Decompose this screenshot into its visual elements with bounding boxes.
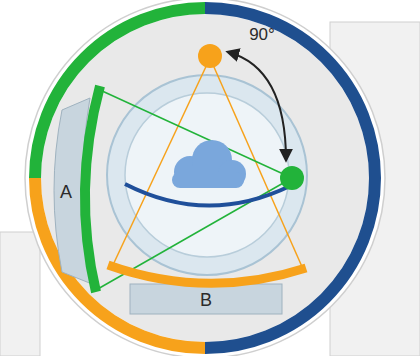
x-ray-fan-b	[210, 58, 303, 269]
gantry-housing	[0, 232, 40, 356]
x-ray-source-b	[198, 44, 222, 68]
patient	[172, 140, 246, 188]
detector-a	[85, 86, 100, 292]
patient-table	[125, 184, 290, 206]
gantry-face	[41, 14, 369, 342]
gantry-outline	[25, 0, 385, 356]
x-ray-source-a	[280, 166, 304, 190]
angle-label: 90°	[249, 26, 275, 43]
detector-label: A	[60, 183, 72, 201]
detector-panel-b	[130, 284, 282, 314]
angle-arrow	[228, 52, 286, 160]
detector-b	[108, 265, 306, 283]
bore	[125, 93, 289, 257]
detector-label: B	[200, 291, 212, 309]
bore-ring	[107, 75, 307, 275]
